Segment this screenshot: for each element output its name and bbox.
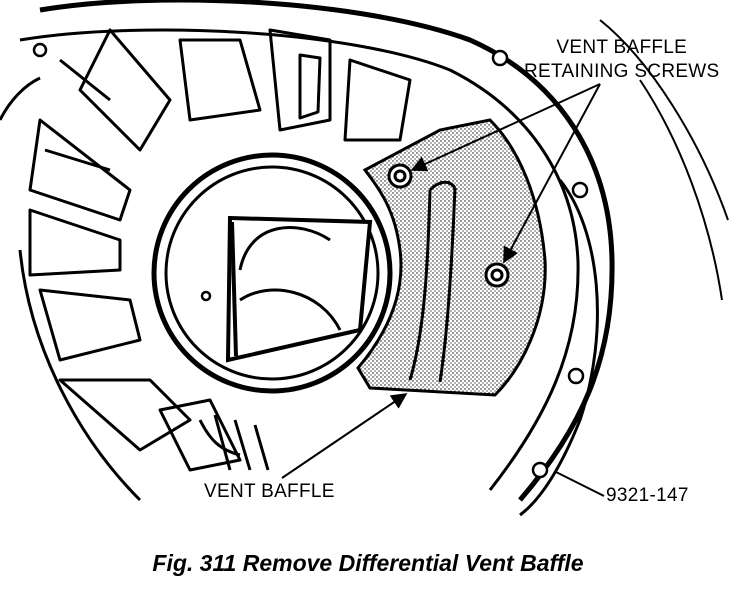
rim-bolt-holes [32, 42, 589, 479]
case-ribs [28, 28, 412, 472]
callout-leaders [281, 83, 605, 497]
figure-caption: Fig. 311 Remove Differential Vent Baffle [152, 550, 584, 576]
vent-baffle-retaining-screws-label: VENT BAFFLE RETAINING SCREWS [524, 36, 720, 84]
retaining-screws [387, 163, 510, 288]
screws-label-line1: VENT BAFFLE [556, 37, 688, 58]
differential-bore [151, 152, 393, 394]
figure-number: 9321-147 [606, 485, 689, 506]
vent-baffle-label: VENT BAFFLE [204, 481, 335, 502]
vent-baffle-plate [356, 118, 547, 397]
screws-label-line2: RETAINING SCREWS [524, 61, 720, 82]
transmission-case-illustration [0, 0, 729, 517]
